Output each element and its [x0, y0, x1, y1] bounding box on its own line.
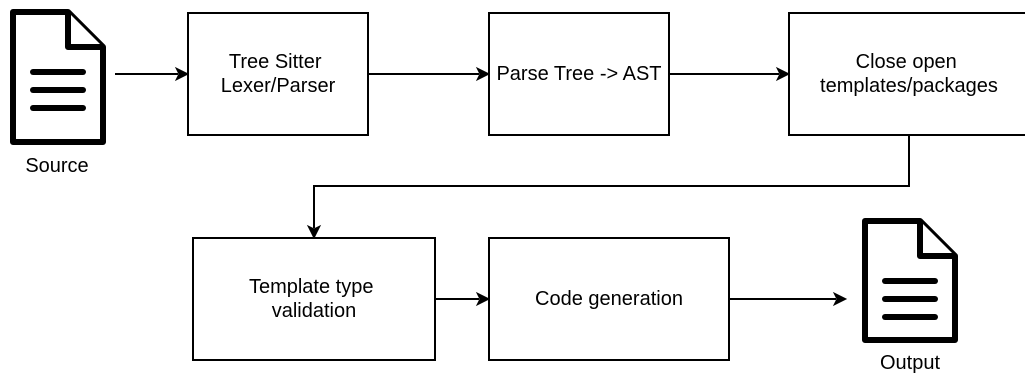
step-template-validation: Template type validation — [192, 237, 436, 361]
source-document-icon — [10, 9, 106, 145]
step-parse-tree-ast-label: Parse Tree -> AST — [496, 63, 661, 85]
step-template-validation-box — [192, 237, 436, 361]
arrow-ast-to-close — [669, 66, 791, 82]
step-lexer-parser-box — [187, 12, 369, 136]
arrow-lexer-to-ast — [368, 66, 491, 82]
step-close-templates: Close open templates/packages — [788, 12, 1025, 136]
step-close-templates-box — [788, 12, 1025, 136]
step-close-templates-label: Close open templates/packages — [820, 51, 998, 97]
step-lexer-parser-label: Tree Sitter Lexer/Parser — [221, 51, 336, 97]
step-code-generation-label: Code generation — [535, 288, 683, 310]
arrow-close-to-validation — [306, 135, 910, 240]
step-code-generation-box — [488, 237, 730, 361]
arrow-codegen-to-output — [729, 291, 848, 307]
output-document-icon — [862, 218, 958, 343]
arrow-source-to-lexer — [115, 66, 190, 82]
step-template-validation-label: Template type validation — [249, 276, 379, 322]
output-label: Output — [880, 352, 940, 374]
source-label: Source — [25, 155, 88, 177]
step-lexer-parser: Tree Sitter Lexer/Parser — [187, 12, 369, 136]
arrow-validation-to-codegen — [435, 291, 491, 307]
step-parse-tree-ast: Parse Tree -> AST — [488, 12, 670, 136]
step-code-generation: Code generation — [488, 237, 730, 361]
